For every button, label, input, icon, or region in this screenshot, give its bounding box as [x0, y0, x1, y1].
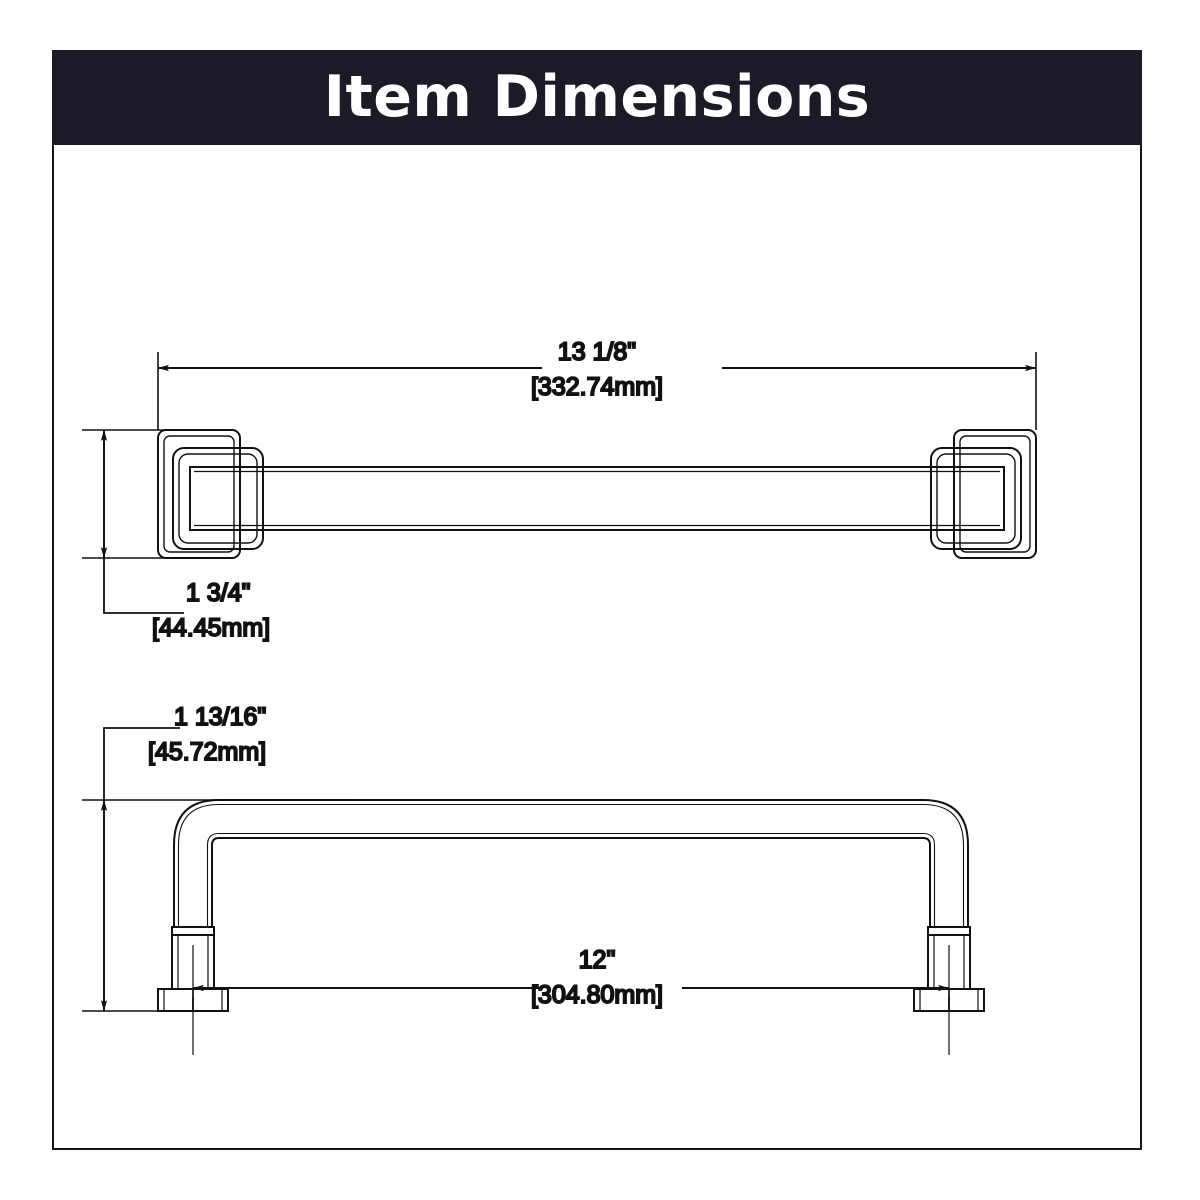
projection-height-leader	[103, 727, 180, 800]
dimension-drawing-svg: 13 1/8" [332.74mm] 1 3/4" [44.45mm]	[82, 337, 1037, 1055]
left-post-collar	[171, 926, 215, 936]
front-elevation-view	[157, 429, 1037, 559]
page-title: Item Dimensions	[323, 64, 871, 130]
projection-height-inches-label: 1 13/16"	[174, 703, 266, 731]
left-footplate-middle	[172, 447, 264, 550]
footplate-height-leader	[103, 558, 184, 614]
left-post-flange-highlight	[163, 989, 223, 1011]
footplate-height-inches-label: 1 3/4"	[186, 579, 250, 607]
right-footplate-middle	[930, 447, 1022, 550]
side-view-bar-outer	[173, 799, 969, 927]
footplate-height-mm-label: [44.45mm]	[152, 614, 270, 642]
overall-length-dimension	[157, 352, 1037, 430]
center-to-center-mm-label: [304.80mm]	[531, 981, 663, 1009]
projection-height-dimension	[82, 727, 352, 1012]
center-to-center-text-gap	[542, 977, 682, 1001]
side-view-bar-inner	[211, 837, 931, 927]
right-post-body-highlight	[933, 935, 965, 989]
left-footplate-outer-inner-line	[163, 435, 235, 553]
footplate-height-dimension	[82, 429, 212, 614]
drawing-frame	[52, 50, 1142, 1150]
left-footplate-middle-inner-line	[178, 453, 258, 544]
front-view-bar-highlight-lines	[194, 470, 1000, 527]
front-view-bar	[189, 466, 1005, 531]
center-to-center-inches-label: 12"	[579, 946, 616, 974]
side-view-bar-inner-highlight	[206, 832, 936, 927]
overall-length-mm-label: [332.74mm]	[531, 373, 663, 401]
side-elevation-view	[157, 799, 985, 1055]
front-view-bar-ends	[189, 467, 1005, 530]
left-post-body-highlight	[177, 935, 209, 989]
right-footplate-outer	[953, 429, 1037, 559]
left-footplate-outer	[157, 429, 241, 559]
projection-height-mm-label: [45.72mm]	[148, 738, 266, 766]
technical-drawing-area: 13 1/8" [332.74mm] 1 3/4" [44.45mm]	[52, 145, 1142, 1150]
side-view-bar-outer-highlight	[177, 803, 965, 927]
right-footplate-outer-inner-line	[959, 435, 1031, 553]
overall-length-text-gap	[542, 355, 722, 381]
overall-length-inches-label: 13 1/8"	[558, 338, 636, 366]
title-banner: Item Dimensions	[52, 50, 1142, 145]
right-post-collar	[927, 926, 971, 936]
right-footplate-middle-inner-line	[936, 453, 1016, 544]
right-post-flange-highlight	[919, 989, 979, 1011]
